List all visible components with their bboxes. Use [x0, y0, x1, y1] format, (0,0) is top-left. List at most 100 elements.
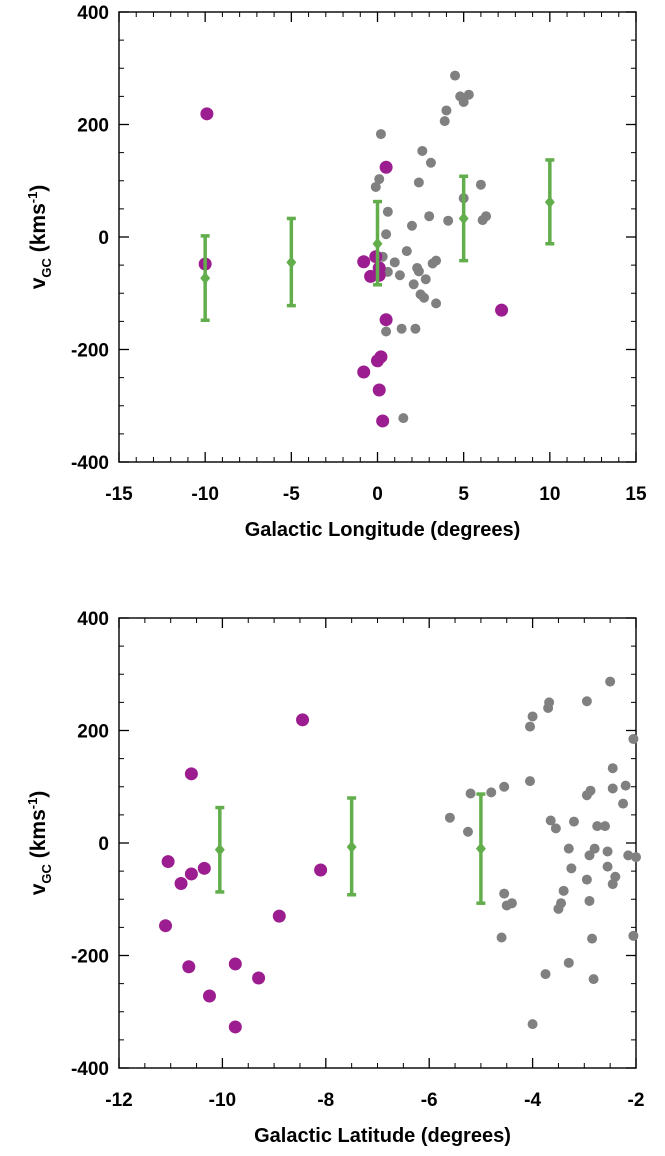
gray-data-point: [370, 181, 381, 192]
green-mean-point: [214, 843, 225, 856]
y-tick-label: 200: [77, 722, 109, 743]
purple-data-point: [159, 919, 173, 933]
gray-data-point: [381, 326, 392, 337]
x-tick-label: 10: [539, 484, 560, 505]
gray-data-point: [401, 246, 412, 257]
gray-data-point: [623, 850, 634, 861]
gray-data-point: [544, 697, 555, 708]
green-mean-point: [286, 256, 297, 269]
gray-data-point: [486, 787, 497, 798]
gray-data-point: [408, 279, 419, 290]
y-tick-label: 0: [98, 228, 109, 249]
x-tick-label: -10: [209, 1090, 236, 1111]
gray-data-point: [394, 270, 405, 281]
gray-data-point: [412, 262, 423, 273]
gray-data-point: [499, 888, 510, 899]
green-mean-point: [372, 237, 383, 250]
gray-data-point: [441, 105, 452, 116]
gray-data-point: [396, 323, 407, 334]
gray-data-point: [425, 157, 436, 168]
gray-data-point: [424, 211, 435, 222]
gray-data-point: [581, 696, 592, 707]
y-axis-label: vGC (kms-1): [25, 791, 54, 896]
purple-data-point: [252, 971, 266, 985]
green-mean-point: [346, 840, 357, 853]
x-axis-label: Galactic Latitude (degrees): [254, 1125, 511, 1147]
gray-data-point: [607, 763, 618, 774]
gray-data-point: [465, 788, 476, 799]
gray-data-point: [444, 812, 455, 823]
purple-data-point: [272, 909, 286, 923]
y-axis-label-close: ): [27, 185, 50, 192]
gray-data-point: [463, 89, 474, 100]
y-tick-label: -200: [71, 341, 109, 362]
purple-data-point: [174, 877, 188, 890]
x-tick-label: -8: [317, 1090, 334, 1111]
y-axis-label-sub: GC: [39, 258, 54, 278]
purple-data-point: [296, 713, 310, 727]
gray-data-point: [585, 785, 596, 796]
gray-data-point: [443, 215, 454, 226]
y-axis-label-base: v: [27, 883, 50, 895]
gray-data-point: [563, 843, 574, 854]
gray-data-point: [566, 863, 577, 874]
purple-data-point: [374, 350, 388, 364]
gray-data-point: [563, 957, 574, 968]
purple-data-point: [200, 107, 214, 121]
gray-data-point: [398, 413, 409, 424]
gray-data-point: [413, 177, 424, 188]
gray-data-point: [581, 874, 592, 885]
gray-data-point: [588, 974, 599, 985]
gray-data-point: [406, 220, 417, 231]
gray-data-point: [607, 783, 618, 794]
gray-data-point: [481, 211, 492, 222]
y-tick-label: 200: [77, 116, 109, 137]
purple-data-point: [376, 414, 390, 428]
purple-data-point: [184, 767, 198, 781]
x-axis-label: Galactic Longitude (degrees): [245, 519, 521, 541]
y-axis-label-sup: -1: [25, 192, 40, 204]
gray-data-point: [599, 821, 610, 832]
gray-data-point: [475, 179, 486, 190]
gray-data-point: [381, 229, 392, 240]
gray-data-point: [628, 930, 639, 941]
purple-data-point: [357, 365, 371, 379]
gray-data-point: [589, 843, 600, 854]
gray-data-point: [496, 932, 507, 943]
gray-data-point: [607, 879, 618, 890]
gray-data-point: [417, 145, 428, 156]
y-axis-label-unit: (kms: [27, 203, 50, 258]
purple-data-point: [228, 1020, 242, 1034]
gray-data-point: [525, 721, 536, 732]
y-tick-label: 400: [77, 3, 109, 24]
x-tick-label: 15: [625, 484, 647, 505]
gray-data-point: [419, 292, 430, 303]
purple-data-point: [184, 867, 198, 881]
y-tick-label: -200: [71, 947, 109, 968]
gray-data-point: [499, 781, 510, 792]
purple-data-point: [161, 855, 175, 869]
x-tick-label: 5: [458, 484, 469, 505]
x-tick-label: -12: [105, 1090, 132, 1111]
gray-data-point: [602, 846, 613, 857]
gray-data-point: [568, 816, 579, 827]
x-tick-label: -6: [421, 1090, 438, 1111]
gray-data-point: [527, 711, 538, 722]
gray-data-point: [631, 852, 641, 863]
x-tick-label: -2: [628, 1090, 645, 1111]
gray-data-point: [439, 116, 450, 127]
y-tick-label: -400: [71, 453, 109, 474]
gray-data-point: [431, 298, 442, 309]
gray-data-point: [584, 895, 595, 906]
x-tick-label: -10: [191, 484, 218, 505]
gray-data-point: [375, 129, 386, 140]
gray-data-point: [618, 798, 629, 809]
gray-data-point: [587, 933, 598, 944]
y-tick-label: -400: [71, 1059, 109, 1080]
purple-data-point: [314, 863, 328, 877]
y-axis-label-sup: -1: [25, 798, 40, 810]
gray-data-point: [374, 174, 385, 185]
